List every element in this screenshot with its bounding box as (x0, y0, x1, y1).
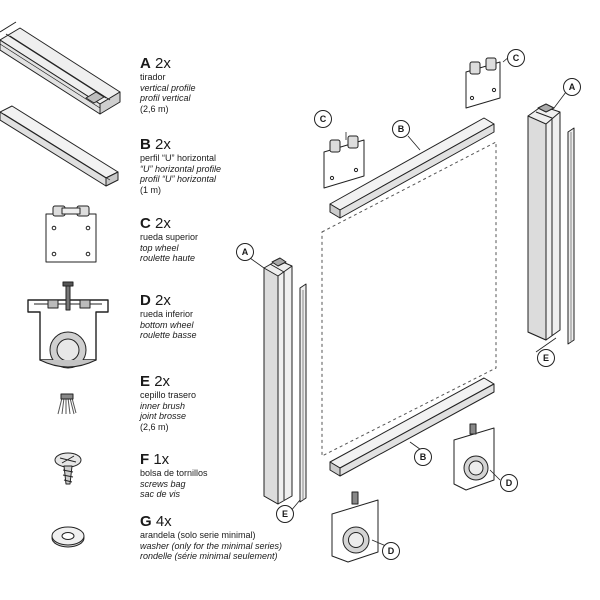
callout-b-bottom: B (414, 448, 432, 466)
top-wheel-image (45, 205, 97, 263)
legend-entry-a: A 2x tirador vertical profile profil ver… (140, 56, 340, 114)
top-u-profile (329, 117, 495, 219)
callout-c-left: C (314, 110, 332, 128)
legend-entry-e: E 2x cepillo trasero inner brush joint b… (140, 374, 340, 432)
legend-entry-b: B 2x perfil “U” horizontal “U” horizonta… (140, 137, 340, 195)
part-desc-en: “U” horizontal profile (140, 163, 222, 174)
part-qty: 2x (155, 55, 171, 72)
callout-b-top: B (392, 120, 410, 138)
part-letter: A (140, 55, 151, 72)
part-desc-es: tirador (140, 72, 166, 82)
part-desc-en: top wheel (140, 242, 179, 253)
part-letter: C (140, 215, 151, 232)
part-desc-en: vertical profile (140, 82, 196, 93)
legend-entry-g: G 4x arandela (solo serie minimal) washe… (140, 514, 340, 562)
washer-image (51, 526, 85, 548)
part-desc-fr: roulette basse (140, 330, 197, 340)
part-desc-fr: joint brosse (140, 411, 187, 421)
top-wheel-right (465, 57, 501, 109)
part-desc-fr: rondelle (série minimal seulement) (140, 551, 278, 561)
part-letter: D (140, 292, 151, 309)
part-length: (2,6 m) (140, 421, 169, 432)
part-desc-en: screws bag (140, 478, 186, 489)
part-desc-es: bolsa de tornillos (140, 468, 208, 478)
glass-panel-outline (321, 141, 497, 457)
part-desc-fr: profil vertical (140, 93, 191, 103)
right-vertical-profile (527, 103, 561, 341)
part-desc-en: inner brush (140, 400, 186, 411)
part-desc-fr: profil “U” horizontal (140, 174, 217, 184)
callout-a-right: A (563, 78, 581, 96)
callout-a-left: A (236, 243, 254, 261)
part-desc-es: perfil “U” horizontal (140, 153, 217, 163)
legend-entry-d: D 2x rueda inferior bottom wheel roulett… (140, 293, 340, 341)
part-desc-en: washer (only for the minimal series) (140, 540, 283, 551)
part-desc-fr: roulette haute (140, 253, 196, 263)
left-vertical-profile (263, 257, 293, 505)
part-qty: 2x (155, 136, 171, 153)
legend-entry-c: C 2x rueda superior top wheel roulette h… (140, 216, 340, 264)
part-qty: 4x (155, 513, 172, 530)
callout-e-right: E (537, 349, 555, 367)
callout-c-right: C (507, 49, 525, 67)
part-letter: E (140, 373, 151, 390)
part-desc-en: bottom wheel (140, 319, 194, 330)
u-profile-image (0, 105, 119, 187)
part-qty: 2x (155, 215, 171, 232)
top-wheel-left (323, 135, 365, 189)
part-desc-es: rueda superior (140, 232, 199, 242)
part-length: (1 m) (140, 184, 161, 195)
part-length: (2,6 m) (140, 103, 169, 114)
bottom-wheel-left (331, 491, 379, 563)
callout-e-left: E (276, 505, 294, 523)
vertical-profile-image (0, 21, 121, 115)
callout-d-left: D (382, 542, 400, 560)
bottom-wheel-image (27, 281, 109, 369)
screw-image (54, 452, 82, 485)
part-desc-fr: sac de vis (140, 489, 181, 499)
brush-image (57, 393, 77, 415)
part-letter: F (140, 451, 150, 468)
callout-d-right: D (500, 474, 518, 492)
part-qty: 2x (154, 373, 171, 390)
legend-entry-f: F 1x bolsa de tornillos screws bag sac d… (140, 452, 340, 500)
part-qty: 2x (155, 292, 171, 309)
part-desc-es: rueda inferior (140, 309, 194, 319)
right-brush (567, 127, 575, 345)
part-letter: B (140, 136, 151, 153)
part-desc-es: arandela (solo serie minimal) (140, 530, 256, 540)
part-desc-es: cepillo trasero (140, 390, 197, 400)
part-qty: 1x (153, 451, 170, 468)
part-letter: G (140, 513, 152, 530)
bottom-u-profile (329, 377, 495, 477)
bottom-wheel-right (453, 423, 495, 491)
left-brush (299, 283, 307, 503)
